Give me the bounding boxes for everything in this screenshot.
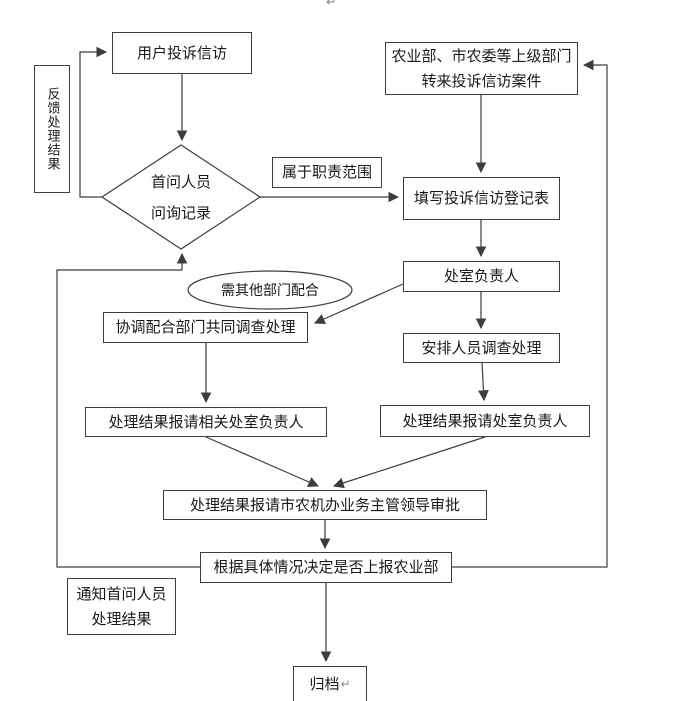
node-archive: 归档↵ (293, 666, 367, 701)
node-register-form: 填写投诉信访登记表 (403, 177, 560, 220)
decision-diamond-label: 首问人员 问询记录 (121, 167, 241, 229)
need-coop-ellipse (187, 270, 353, 310)
node-notify: 通知首问人员 处理结果 (67, 578, 176, 635)
node-dept-head: 处室负责人 (403, 261, 560, 292)
connector-assign-to-reportdept (478, 362, 489, 402)
connector-depthead-to-coordinate (314, 283, 404, 324)
node-upper-dept-line1: 农业部、市农委等上级部门 (391, 46, 572, 65)
decision-line2: 问询记录 (150, 204, 211, 222)
node-report-related: 处理结果报请相关处室负责人 (85, 407, 327, 437)
connector-reportrelated-to-approval (205, 436, 319, 488)
connector-diamond-to-user-loop (79, 46, 108, 198)
node-notify-line2: 处理结果 (91, 609, 152, 628)
node-approval: 处理结果报请市农机办业务主管领导审批 (163, 490, 487, 520)
node-assign: 安排人员调查处理 (403, 333, 560, 363)
node-upper-dept: 农业部、市农委等上级部门 转来投诉信访案件 (385, 42, 578, 95)
archive-return-mark: ↵ (340, 677, 351, 691)
node-coordinate: 协调配合部门共同调查处理 (103, 312, 308, 343)
node-notify-line1: 通知首问人员 (76, 584, 167, 603)
decision-line1: 首问人员 (150, 173, 211, 191)
node-user-complaint: 用户投诉信访 (112, 32, 252, 74)
node-upper-dept-line2: 转来投诉信访案件 (421, 71, 542, 90)
node-scope-label: 属于职责范围 (272, 157, 382, 188)
node-feedback-result-label: 反馈处理结果 (34, 65, 70, 193)
node-report-dept: 处理结果报请处室负责人 (380, 405, 590, 437)
decision-diamond (100, 144, 262, 250)
connector-reportdept-to-approval (332, 436, 486, 489)
paragraph-return-mark: ↵ (326, 0, 337, 10)
connector-decide-to-upperdept-loop (452, 59, 608, 568)
node-decide: 根据具体情况决定是否上报农业部 (200, 552, 452, 583)
node-archive-label: 归档 (309, 674, 340, 693)
connector-decide-feedback-loop (56, 252, 200, 568)
need-coop-label: 需其他部门配合 (221, 283, 319, 299)
